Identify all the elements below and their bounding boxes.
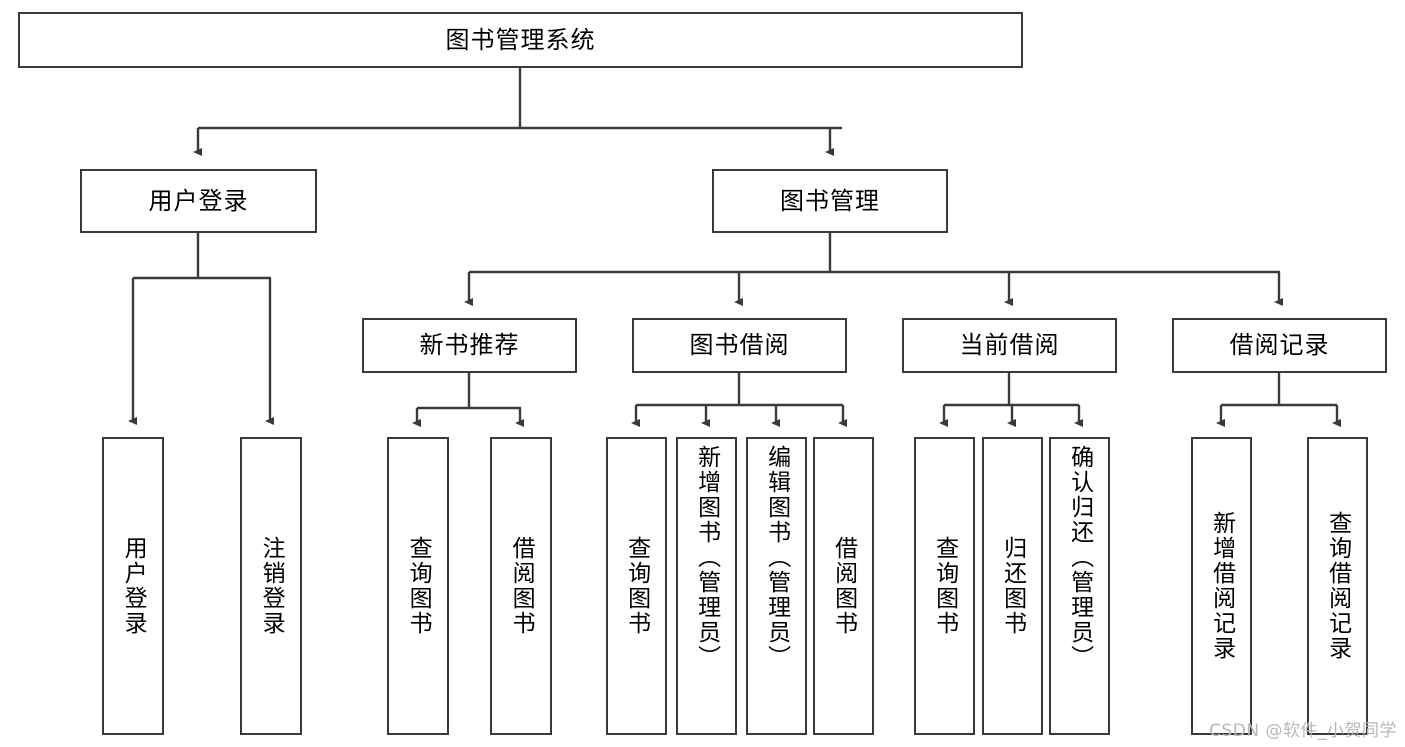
node-borrow-records[interactable]: 借阅记录 (1172, 318, 1387, 373)
node-label: 借阅图书 (508, 536, 535, 636)
node-label: 用户登录 (148, 186, 249, 215)
node-label: 新增借阅记录 (1208, 511, 1235, 661)
node-label: 归还图书 (999, 536, 1026, 636)
leaf-return-book[interactable]: 归还图书 (982, 437, 1043, 735)
node-label: 图书管理 (780, 186, 880, 215)
node-label: 新增图书（管理员） (693, 445, 720, 670)
leaf-confirm-return-admin[interactable]: 确认归还（管理员） (1049, 437, 1110, 735)
node-user-login[interactable]: 用户登录 (80, 169, 317, 233)
watermark-text: CSDN @软件_小贺同学 (1209, 721, 1397, 741)
node-new-book-recommend[interactable]: 新书推荐 (362, 318, 577, 373)
node-book-borrow[interactable]: 图书借阅 (632, 318, 847, 373)
node-label: 借阅图书 (830, 536, 857, 636)
node-label: 用户登录 (120, 536, 147, 636)
leaf-query-book-cb[interactable]: 查询图书 (914, 437, 975, 735)
node-label: 借阅记录 (1229, 331, 1330, 360)
leaf-borrow-book-bb[interactable]: 借阅图书 (813, 437, 874, 735)
node-label: 查询图书 (623, 536, 650, 636)
leaf-query-borrow-record[interactable]: 查询借阅记录 (1307, 437, 1368, 735)
node-label: 查询图书 (931, 536, 958, 636)
leaf-add-book-admin[interactable]: 新增图书（管理员） (676, 437, 737, 735)
node-label: 新书推荐 (419, 331, 520, 360)
leaf-edit-book-admin[interactable]: 编辑图书（管理员） (746, 437, 807, 735)
node-label: 编辑图书（管理员） (763, 445, 790, 670)
leaf-query-book-nb[interactable]: 查询图书 (387, 437, 449, 735)
node-label: 图书借阅 (689, 331, 790, 360)
node-label: 当前借阅 (959, 331, 1060, 360)
node-label: 查询图书 (405, 536, 432, 636)
leaf-logout[interactable]: 注销登录 (240, 437, 302, 735)
leaf-query-book-bb[interactable]: 查询图书 (606, 437, 667, 735)
node-current-borrow[interactable]: 当前借阅 (902, 318, 1117, 373)
node-book-management[interactable]: 图书管理 (712, 169, 948, 233)
node-label: 查询借阅记录 (1324, 511, 1351, 661)
leaf-add-borrow-record[interactable]: 新增借阅记录 (1191, 437, 1252, 735)
node-root-system[interactable]: 图书管理系统 (18, 12, 1023, 68)
leaf-borrow-book-nb[interactable]: 借阅图书 (490, 437, 552, 735)
node-label: 注销登录 (258, 536, 285, 636)
leaf-user-login[interactable]: 用户登录 (102, 437, 164, 735)
node-label: 确认归还（管理员） (1066, 445, 1093, 670)
node-label: 图书管理系统 (445, 25, 596, 54)
